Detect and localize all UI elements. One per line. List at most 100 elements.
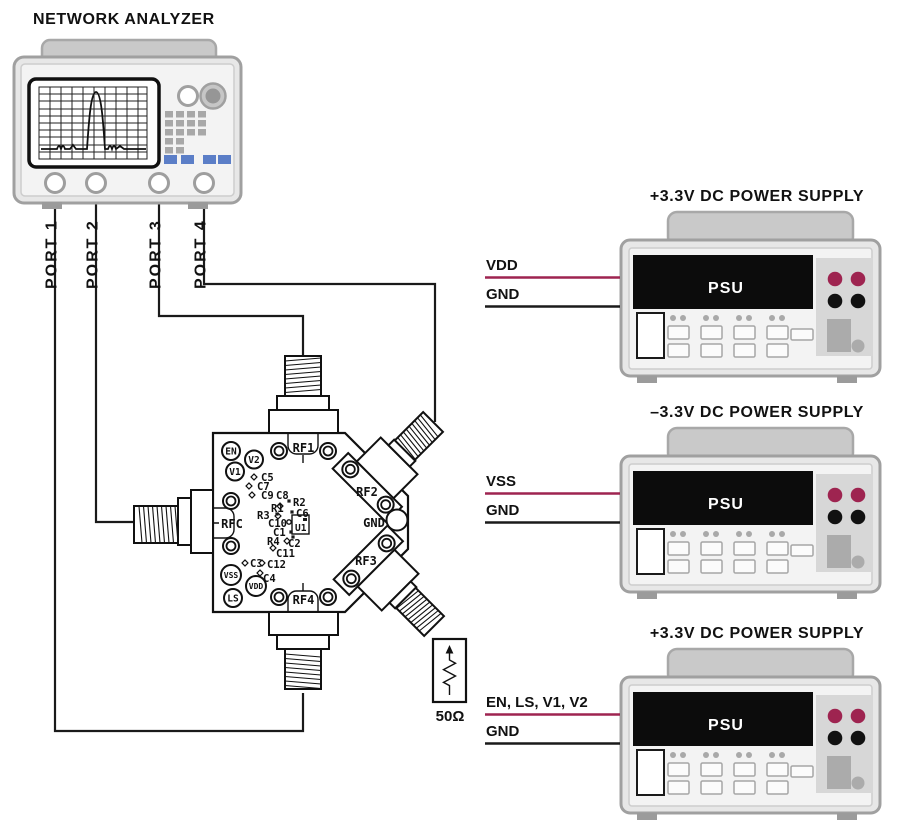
port-labels: PORT 1 PORT 2 PORT 3 PORT 4: [44, 219, 210, 289]
psu2-gnd-wire-label: GND: [486, 502, 520, 519]
component-glyph: [275, 512, 279, 516]
psu3-gnd-wire-label: GND: [486, 723, 520, 740]
component-ref: C3: [250, 558, 263, 570]
component-glyph: [248, 491, 256, 499]
psu3-graphic: [619, 647, 882, 822]
port1-connector-icon: [44, 172, 66, 194]
rf4-screw: [319, 588, 337, 606]
component-glyph: [256, 569, 264, 577]
rfc-step: [177, 497, 192, 546]
component-ref: C5: [261, 472, 274, 484]
port2-connector-icon: [85, 172, 107, 194]
port3-connector-icon: [148, 172, 170, 194]
port3-label: PORT 3: [148, 219, 165, 289]
component-ref: R1: [271, 503, 284, 515]
gnd-label: GND: [363, 516, 385, 530]
component-glyph: [250, 473, 258, 481]
rf1-screw: [319, 442, 337, 460]
analyzer-softkeys: [164, 155, 231, 164]
psu2-supply-wire-label: VSS: [486, 473, 516, 490]
testpoint-v1-icon: [225, 461, 245, 482]
component-ref: C1: [273, 527, 286, 539]
rf4-thread-hatch: [284, 653, 322, 690]
rf1-notch: [287, 433, 319, 463]
evaluation-board: RF1 RF4 RFC: [133, 355, 446, 690]
component-glyph: [289, 530, 293, 534]
testpoint-v2-icon: [244, 449, 264, 470]
testpoint-vdd-label: VDD: [249, 582, 264, 591]
component-glyph: [283, 537, 291, 545]
psu3-front-label: PSU: [708, 717, 744, 734]
port2-label: PORT 2: [85, 219, 102, 289]
screen-trace: [41, 91, 146, 152]
rf4-step: [276, 634, 330, 650]
component-ref: C10: [268, 518, 287, 530]
rf2-connector: [331, 410, 445, 524]
component-glyph: [290, 510, 294, 514]
rf2-thread-hatch: [397, 414, 439, 460]
component-ref: R3: [257, 510, 270, 522]
component-ref: C12: [267, 559, 286, 571]
testpoint-vss-icon: [220, 564, 242, 586]
component-ref: C9: [261, 490, 274, 502]
rf1-label: RF1: [293, 441, 315, 455]
rf1-step: [276, 395, 330, 411]
component-glyph: [245, 482, 253, 490]
rf1-thread-hatch: [284, 357, 322, 394]
analyzer-foot: [42, 202, 62, 209]
ic-u1-label: U1: [295, 523, 307, 534]
component-ref: C11: [276, 548, 295, 560]
component-ref: C6: [296, 508, 309, 520]
port4-label: PORT 4: [193, 219, 210, 289]
psu2-front-label: PSU: [708, 496, 744, 513]
testpoint-v2-label: V2: [248, 455, 259, 466]
psu-2: –3.3V DC POWER SUPPLY PSU VSS GND: [485, 404, 882, 601]
rf1-connector: RF1: [268, 355, 339, 463]
rfc-label: RFC: [221, 517, 243, 531]
psu1-supply-wire-label: VDD: [486, 257, 518, 274]
rf4-flange: [268, 611, 339, 636]
psu2-title: –3.3V DC POWER SUPPLY: [650, 404, 864, 421]
psu-3: +3.3V DC POWER SUPPLY PSU EN, LS, V1, V2…: [485, 625, 882, 822]
rfc-connector: RFC: [133, 489, 243, 555]
component-ref: C4: [263, 573, 276, 585]
component-ref: C2: [288, 538, 301, 550]
termination-value: 50Ω: [436, 708, 465, 725]
testpoint-vdd-icon: [245, 575, 267, 597]
board-components: U1 C5 C7 C9 C8 R2 R1 R3 C6 C10 C1 R4 C2: [241, 472, 310, 585]
psu2-graphic: [619, 426, 882, 601]
component-ref: C7: [257, 481, 270, 493]
component-glyph: [269, 544, 277, 552]
rf2-label: RF2: [356, 485, 378, 499]
analyzer-knob-icon: [177, 85, 199, 107]
rf4-connector: RF4: [268, 583, 339, 690]
rf-cables: [53, 193, 437, 733]
cable-port3-to-rf1: [157, 193, 305, 356]
rf1-flange: [268, 409, 339, 434]
psu3-supply-wire-label: EN, LS, V1, V2: [486, 694, 588, 711]
port1-label: PORT 1: [44, 219, 61, 289]
component-glyph: [258, 559, 266, 567]
rf4-screw: [270, 588, 288, 606]
cable-port1-to-rf4: [53, 193, 305, 733]
gnd-hole-icon: [385, 508, 409, 532]
component-glyph: [291, 535, 295, 539]
psu1-front-label: PSU: [708, 280, 744, 297]
resistor-symbol: [442, 652, 457, 695]
ic-u1-pin1-mark: [303, 518, 307, 521]
rf4-label: RF4: [293, 593, 315, 607]
rfc-screw: [222, 492, 240, 510]
rf3-thread-hatch: [396, 590, 442, 632]
testpoint-vss-label: VSS: [224, 571, 239, 580]
psu1-graphic: [619, 210, 882, 385]
psu-1: +3.3V DC POWER SUPPLY PSU VDD GND: [485, 188, 882, 385]
rf3-label: RF3: [355, 554, 377, 568]
resistor-arrow-icon: [445, 645, 454, 654]
cable-port2-to-rfc: [94, 193, 134, 524]
cable-port4-to-rf2: [202, 193, 437, 422]
analyzer-foot: [188, 202, 208, 209]
component-glyph: [241, 559, 249, 567]
testpoint-ls-label: LS: [227, 594, 239, 605]
